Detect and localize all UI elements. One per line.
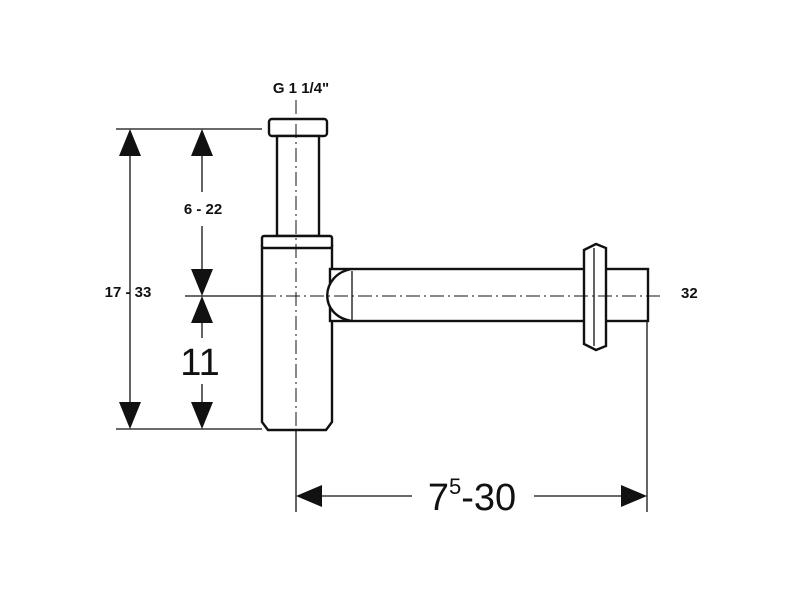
pipe-diameter-label: 32 (681, 285, 698, 302)
wall-rosette (582, 242, 608, 352)
dimension-upper-range (191, 129, 213, 296)
dimension-horizontal-length (296, 485, 647, 507)
thread-size-label: G 1 1/4" (273, 80, 329, 97)
trap-body (260, 244, 334, 432)
arrowhead-up (119, 129, 141, 156)
arrowhead-down (191, 269, 213, 296)
tail-tube (275, 134, 321, 238)
arrowhead-right (621, 485, 647, 507)
center-lines (262, 100, 664, 438)
horizontal-length-rest: -30 (461, 477, 516, 519)
arrowhead-up (191, 129, 213, 156)
coupling-collar (260, 234, 334, 250)
lower-height-label: 11 (180, 342, 219, 384)
arrowhead-left (296, 485, 322, 507)
arrowhead-up (191, 296, 213, 323)
total-range-label: 17 - 33 (105, 284, 152, 301)
horizontal-length-superscript: 5 (449, 474, 461, 499)
upper-range-label: 6 - 22 (184, 201, 222, 218)
dimension-lower-height (191, 296, 213, 429)
horizontal-length-label: 75-30 (428, 474, 516, 519)
top-nut (267, 117, 329, 138)
dimension-total-height (119, 129, 141, 429)
arrowhead-down (119, 402, 141, 429)
outlet-connection (326, 267, 353, 323)
siphon-part (260, 117, 650, 432)
arrowhead-down (191, 402, 213, 429)
horizontal-length-base: 7 (428, 477, 449, 519)
